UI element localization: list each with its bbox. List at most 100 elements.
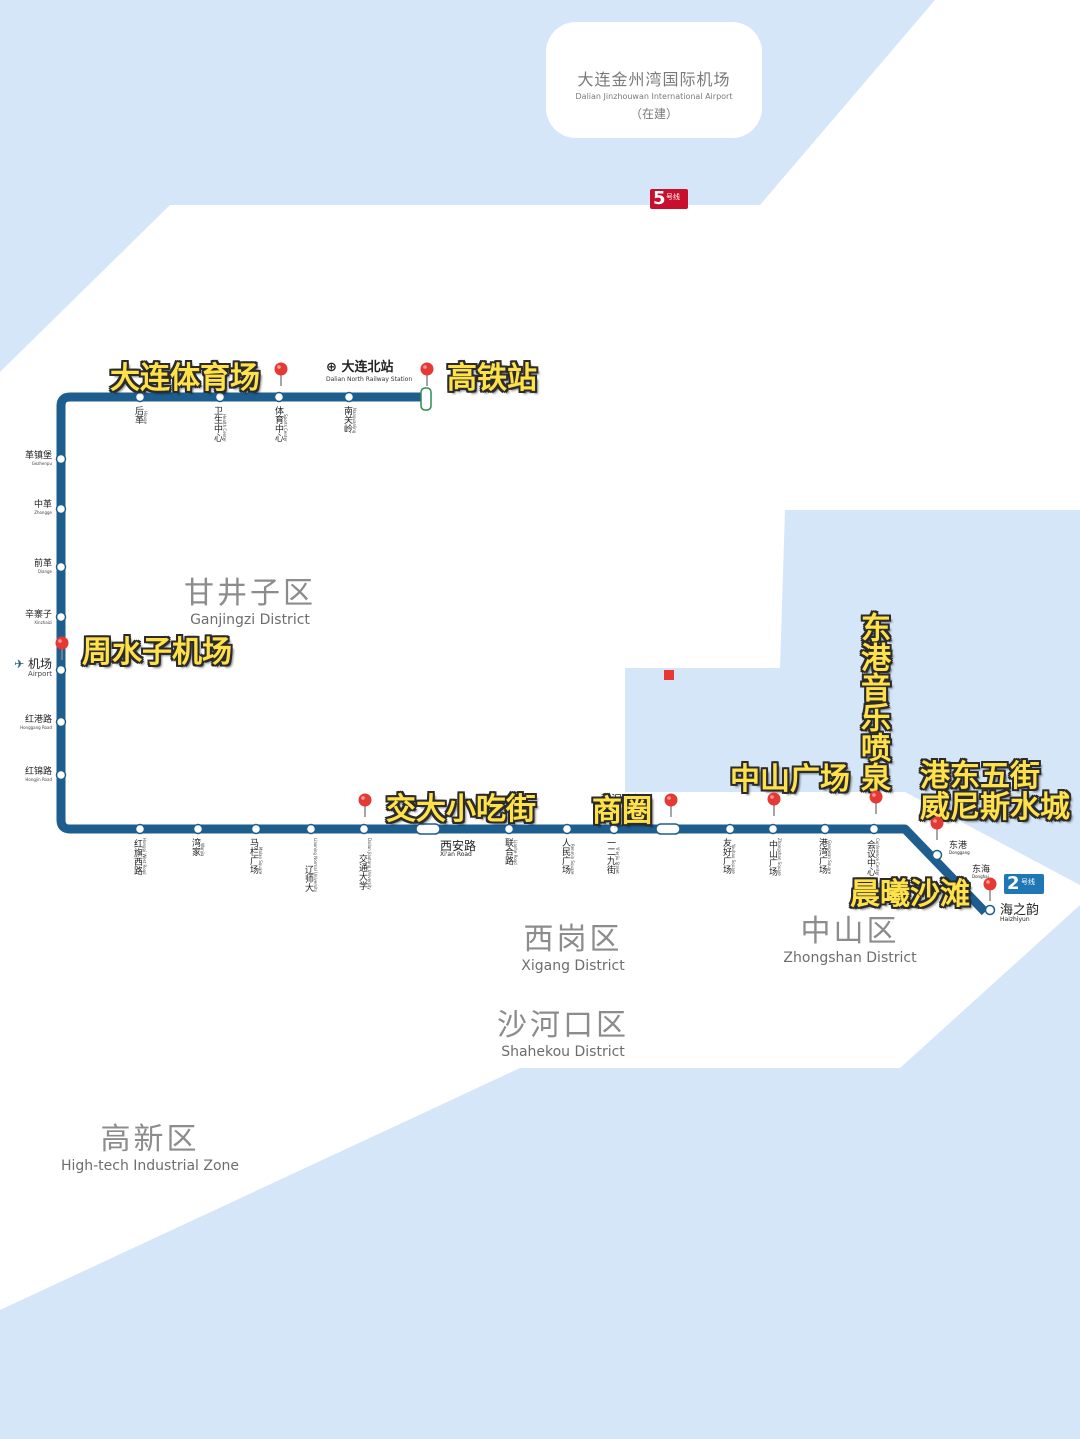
location-pin-icon: [357, 793, 373, 817]
district-gaoxin: 高新区 High-tech Industrial Zone: [50, 1114, 250, 1174]
line-2-number: 2: [1007, 873, 1020, 894]
station-donggang[interactable]: 东港 Donggang: [949, 841, 970, 855]
station-huiyi[interactable]: 会议中心Conference Center: [865, 838, 880, 876]
district-name: 西岗区: [523, 922, 623, 957]
station-jiaoda[interactable]: 交通大学Dalian Jiaotong University: [357, 838, 372, 890]
highlight-zhoushuizi: 周水子机场: [82, 635, 232, 670]
station-dot: [55, 453, 67, 465]
station-haizhiyun[interactable]: 海之韵 Haizhiyun: [1000, 903, 1040, 923]
location-pin-icon: [868, 790, 884, 814]
station-houge[interactable]: 后革Houge: [133, 406, 148, 424]
airport-card: 大连金州湾国际机场 Dalian Jinzhouwan Internationa…: [546, 22, 762, 138]
district-name-en: Ganjingzi District: [190, 612, 310, 628]
station-dot: [305, 823, 317, 835]
station-hongqixi[interactable]: 红旗西路Hongqi West Road: [132, 838, 147, 875]
station-dot: [767, 823, 779, 835]
station-dot: [192, 823, 204, 835]
airport-name: 大连金州湾国际机场: [577, 70, 731, 89]
railway-station-name-en: Dalian North Railway Station: [326, 376, 413, 383]
line-2-label: 号线: [1021, 878, 1035, 886]
location-pin-icon: [663, 793, 679, 817]
station-nanguanling[interactable]: 南关岭Nanguanling: [342, 406, 357, 433]
highlight-shangquan: 商圈: [592, 794, 652, 829]
station-dot: [134, 823, 146, 835]
station-liaoshi[interactable]: 辽师大Liaoning Normal University: [303, 838, 318, 893]
station-dot: [273, 391, 285, 403]
line-2-badge: 2 号线: [1004, 873, 1044, 894]
station-dot: [134, 391, 146, 403]
district-name: 中山区: [800, 914, 900, 949]
station-dot: [819, 823, 831, 835]
line-5-number: 5: [653, 188, 666, 209]
district-name-en: Xigang District: [521, 958, 625, 974]
highlight-zhongshan: 中山广场: [730, 762, 850, 797]
district-name-en: Shahekou District: [501, 1044, 625, 1060]
station-xianlu[interactable]: 西安路 Xi'an Road: [440, 839, 477, 858]
station-yierjiu[interactable]: 一二九街Yi'erjiu Street: [605, 838, 620, 874]
location-pin-icon: [982, 877, 998, 901]
station-dot: [343, 391, 355, 403]
station-dot: [55, 561, 67, 573]
bay-water: [787, 517, 1080, 852]
district-shahekou: 沙河口区 Shahekou District: [483, 1000, 643, 1060]
pier-marker: [664, 670, 674, 680]
station-youhao[interactable]: 友好广场Youhao Square: [721, 838, 736, 874]
highlight-chenxi: 晨曦沙滩: [850, 877, 970, 912]
district-name: 甘井子区: [184, 576, 316, 611]
station-malan[interactable]: 马栏广场Malan Square: [248, 838, 263, 874]
railway-station-name: 大连北站: [341, 360, 394, 375]
station-dot: [214, 391, 226, 403]
station-dot: [55, 769, 67, 781]
station-weisheng[interactable]: 卫生中心Health Center: [212, 406, 227, 442]
station-donghai[interactable]: 东海 Donghai: [972, 865, 991, 879]
airport-name-en: Dalian Jinzhouwan International Airport: [575, 92, 733, 101]
railway-station-label: ⊕ 大连北站 Dalian North Railway Station: [326, 356, 416, 383]
metro-line-2: [56, 392, 989, 916]
station-qingniwaqiao[interactable]: 青泥洼桥: [600, 793, 644, 806]
district-name-en: High-tech Industrial Zone: [60, 1158, 240, 1174]
station-zhongshan[interactable]: 中山广场Zhongshan Square: [767, 838, 782, 876]
location-pin-icon: [929, 816, 945, 840]
station-dot: [959, 878, 971, 890]
station-dot: [55, 664, 67, 676]
line-5-label: 号线: [666, 193, 680, 201]
highlight-gangdongwu: 港东五街: [920, 759, 1040, 794]
district-name: 沙河口区: [497, 1008, 629, 1043]
highlight-gaotie: 高铁站: [447, 361, 537, 396]
highlight-weinisi: 威尼斯水城: [920, 790, 1070, 825]
station-tiyu[interactable]: 体育中心Sports Center: [273, 406, 288, 442]
station-dot: [561, 823, 573, 835]
station-dot: [868, 823, 880, 835]
interchange-station: [655, 823, 681, 835]
district-ganjingzi: 甘井子区 Ganjingzi District: [170, 568, 330, 628]
location-pin-icon: [766, 792, 782, 816]
highlight-tiyuchang: 大连体育场: [110, 361, 260, 396]
station-dot: [608, 823, 620, 835]
station-dot: [55, 716, 67, 728]
location-pin-icon: [54, 636, 70, 660]
station-ganwan[interactable]: 港湾广场Gangwan Square: [817, 838, 832, 874]
station-dot: [250, 823, 262, 835]
land-mass: [0, 0, 1080, 1310]
plane-icon: ✈: [14, 657, 25, 671]
location-pin-icon: [273, 362, 289, 386]
airport-status: （在建）: [629, 107, 678, 121]
inlet-water: [628, 674, 780, 790]
station-wanjia[interactable]: 湾家Wanjia: [190, 838, 205, 856]
district-xigang: 西岗区 Xigang District: [503, 914, 643, 974]
station-jichang[interactable]: ✈ 机场 Airport: [14, 657, 52, 678]
highlight-jiaoda: 交大小吃街: [386, 792, 536, 827]
station-renmin[interactable]: 人民广场Renmin Square: [560, 838, 575, 874]
station-dot: [358, 823, 370, 835]
station-lianhe[interactable]: 联合路Lianhe Road: [503, 838, 518, 865]
district-name: 高新区: [100, 1122, 200, 1157]
location-pin-icon: [419, 362, 435, 386]
district-name-en: Zhongshan District: [783, 950, 917, 966]
